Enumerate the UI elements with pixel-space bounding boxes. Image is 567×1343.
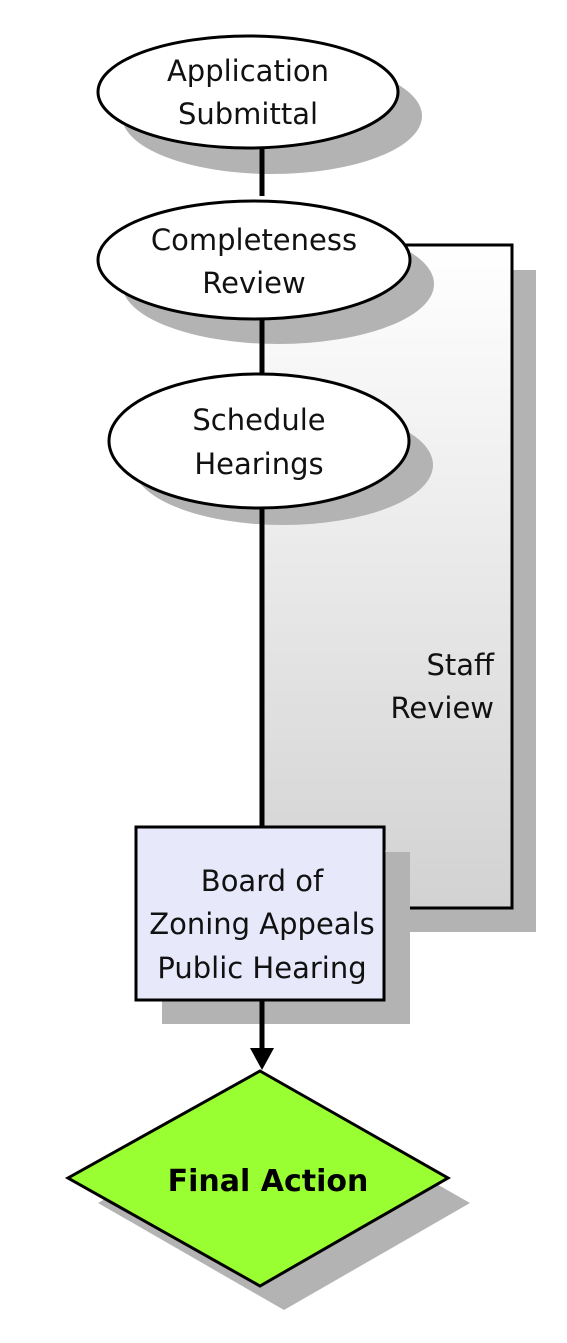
completeness-review-ellipse <box>96 199 412 321</box>
board-hearing-line-3: Public Hearing <box>157 951 366 985</box>
board-hearing-line-2: Zoning Appeals <box>149 907 375 941</box>
staff-review-bracket <box>386 243 514 910</box>
board-hearing-node: Board of Zoning Appeals Public Hearing <box>134 825 410 1024</box>
completeness-review-line-2: Review <box>202 266 305 300</box>
schedule-hearings-line-2: Hearings <box>194 447 323 481</box>
schedule-hearings-line-1: Schedule <box>192 403 325 437</box>
staff-review-line-2: Review <box>391 691 494 725</box>
schedule-hearings-ellipse <box>107 372 411 510</box>
final-action-label: Final Action <box>168 1164 369 1199</box>
board-hearing-box <box>134 825 386 1002</box>
application-submittal-node: Application Submittal <box>96 34 400 150</box>
application-submittal-line-2: Submittal <box>178 97 318 131</box>
final-action-diamond <box>64 1069 452 1288</box>
completeness-review-line-1: Completeness <box>151 223 357 257</box>
staff-review-panel-fill <box>262 245 512 908</box>
application-submittal-line-1: Application <box>167 54 329 88</box>
application-submittal-ellipse <box>96 34 400 150</box>
staff-review-label: Staff Review <box>391 648 495 725</box>
board-hearing-line-1: Board of <box>201 864 324 898</box>
arrowhead-to-final <box>250 1048 274 1070</box>
schedule-hearings-node: Schedule Hearings <box>107 372 411 510</box>
staff-review-line-1: Staff <box>426 648 495 682</box>
final-action-node: Final Action <box>64 1069 470 1310</box>
completeness-review-node: Completeness Review <box>96 199 412 321</box>
